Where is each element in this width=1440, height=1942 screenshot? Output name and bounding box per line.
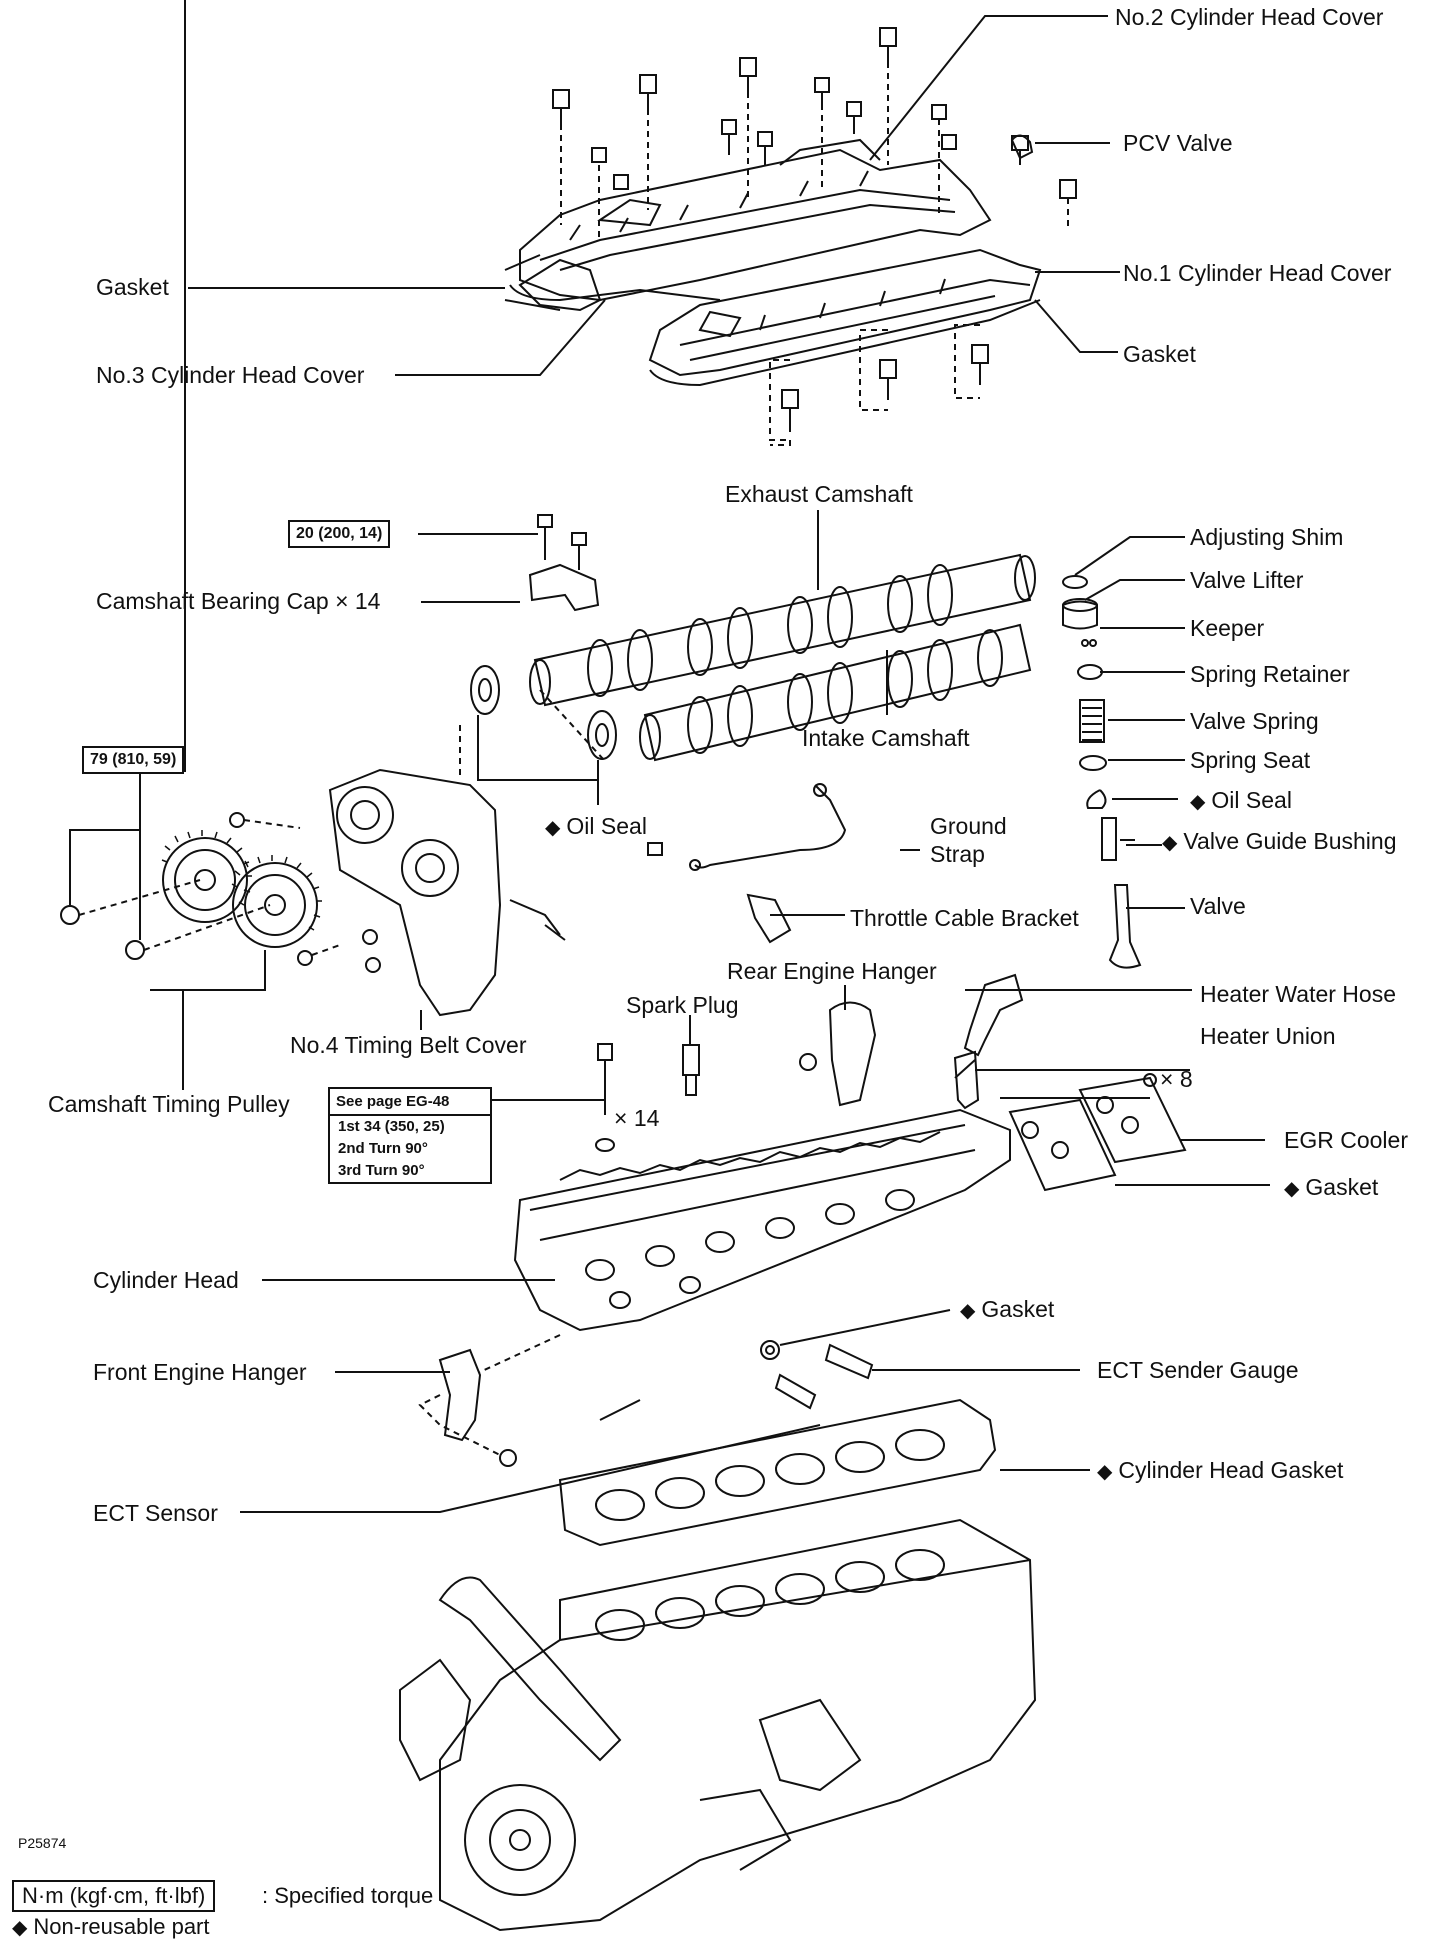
oil-seals-drawing [470, 665, 617, 760]
label-oil-seal-valve: ◆Oil Seal [1190, 787, 1292, 813]
label-gasket-left: Gasket [96, 274, 169, 300]
valve-train-drawing [1062, 575, 1142, 969]
non-reusable-diamond-icon: ◆ [960, 1300, 976, 1322]
top-leader-lines [188, 15, 1120, 376]
non-reusable-diamond-icon: ◆ [545, 817, 561, 839]
head-bolt-spec-row-3: 3rd Turn 90° [338, 1162, 425, 1179]
label-cylinder-head-gasket: ◆Cylinder Head Gasket [1097, 1457, 1344, 1483]
label-valve: Valve [1190, 893, 1246, 919]
figure-code: P25874 [18, 1835, 67, 1851]
spark-plug-drawing [682, 1044, 700, 1096]
cylinder-head-gasket-drawing [240, 1398, 1090, 1547]
legend-torque-unit-box: N·m (kgf·cm, ft·lbf) [12, 1880, 216, 1912]
pcv-valve-drawing [1010, 134, 1110, 160]
label-intake-camshaft: Intake Camshaft [802, 725, 970, 751]
non-reusable-diamond-icon: ◆ [1097, 1461, 1113, 1483]
timing-bolts-drawing [60, 812, 381, 973]
label-ground-strap-2: Strap [930, 841, 985, 867]
label-valve-spring: Valve Spring [1190, 708, 1319, 734]
label-spring-retainer: Spring Retainer [1190, 661, 1350, 687]
non-reusable-diamond-icon: ◆ [1190, 791, 1206, 813]
heater-water-hose-drawing [963, 973, 1024, 1057]
front-engine-hanger-drawing [335, 1334, 641, 1467]
label-front-engine-hanger: Front Engine Hanger [93, 1359, 307, 1385]
label-ect-sensor: ECT Sensor [93, 1500, 218, 1526]
label-ect-sender-gauge: ECT Sender Gauge [1097, 1357, 1299, 1383]
label-camshaft-bearing-cap: Camshaft Bearing Cap × 14 [96, 588, 381, 614]
label-ground-strap-1: Ground [930, 813, 1007, 839]
label-x8: × 8 [1160, 1066, 1193, 1092]
label-camshaft-timing-pulley: Camshaft Timing Pulley [48, 1091, 290, 1117]
label-heater-water-hose: Heater Water Hose [1200, 981, 1396, 1007]
label-throttle-cable-bracket: Throttle Cable Bracket [850, 905, 1079, 931]
legend-nonreusable: ◆Non-reusable part [12, 1914, 210, 1939]
camshaft-bearing-cap-drawing [528, 514, 600, 612]
label-keeper: Keeper [1190, 615, 1265, 641]
valve-train-leaders [1074, 536, 1185, 909]
label-adjusting-shim: Adjusting Shim [1190, 524, 1344, 550]
cover-bolts-drawing [552, 27, 1077, 446]
camshaft-timing-pulleys-drawing [161, 830, 322, 948]
cylinder-head-leaders [262, 849, 1270, 1281]
label-rear-engine-hanger: Rear Engine Hanger [727, 958, 937, 984]
label-valve-guide-bushing: ◆Valve Guide Bushing [1162, 828, 1397, 854]
label-no4-timing-belt-cover: No.4 Timing Belt Cover [290, 1032, 527, 1058]
no3-cylinder-head-cover-drawing [504, 254, 602, 312]
head-bolt-spec-row-2: 2nd Turn 90° [338, 1140, 428, 1157]
label-gasket-right: Gasket [1123, 341, 1196, 367]
label-valve-lifter: Valve Lifter [1190, 567, 1304, 593]
label-no2-cylinder-head-cover: No.2 Cylinder Head Cover [1115, 4, 1384, 30]
label-spark-plug: Spark Plug [626, 992, 739, 1018]
torque-box-pulley: 79 (810, 59) [82, 746, 185, 774]
label-exhaust-camshaft: Exhaust Camshaft [725, 481, 913, 507]
intake-camshaft-drawing [639, 623, 1032, 762]
label-spring-seat: Spring Seat [1190, 747, 1311, 773]
throttle-cable-bracket-drawing [746, 893, 792, 944]
label-gasket-egr: ◆Gasket [1284, 1174, 1379, 1200]
rear-engine-hanger-drawing [799, 1001, 877, 1107]
label-egr-cooler: EGR Cooler [1284, 1127, 1408, 1153]
engine-block-drawing [399, 1518, 1037, 1932]
exhaust-camshaft-drawing [529, 553, 1036, 707]
head-bolt-spec-header: See page EG-48 [330, 1089, 490, 1116]
label-cylinder-head: Cylinder Head [93, 1267, 239, 1293]
non-reusable-diamond-icon: ◆ [1284, 1178, 1300, 1200]
gasket-drawings [509, 284, 1041, 387]
torque-box-cam-cap: 20 (200, 14) [288, 520, 391, 548]
non-reusable-diamond-icon: ◆ [1162, 832, 1178, 854]
head-bolts-drawing [595, 1043, 615, 1152]
label-no3-cylinder-head-cover: No.3 Cylinder Head Cover [96, 362, 365, 388]
non-reusable-diamond-icon: ◆ [12, 1917, 28, 1939]
label-no1-cylinder-head-cover: No.1 Cylinder Head Cover [1123, 260, 1392, 286]
no1-cylinder-head-cover-drawing [648, 248, 1042, 377]
label-pcv-valve: PCV Valve [1123, 130, 1233, 156]
label-heater-union: Heater Union [1200, 1023, 1336, 1049]
head-bolt-spec-row-1: 1st 34 (350, 25) [338, 1118, 445, 1135]
timing-leaders [69, 0, 479, 1090]
camshaft-leaders [418, 510, 888, 805]
heater-union-drawing [953, 1050, 980, 1110]
egr-cooler-drawing [1008, 1073, 1187, 1192]
label-oil-seal-cam: ◆Oil Seal [545, 813, 647, 839]
label-gasket-ect: ◆Gasket [960, 1296, 1055, 1322]
no2-cylinder-head-cover-drawing [519, 138, 992, 302]
legend-torque-desc: : Specified torque [262, 1883, 434, 1908]
head-bolt-spec-box: See page EG-48 1st 34 (350, 25) 2nd Turn… [328, 1087, 492, 1184]
ect-parts-drawing [760, 1309, 1080, 1410]
label-x14: × 14 [614, 1105, 660, 1131]
ground-strap-drawing [647, 783, 847, 871]
cylinder-head-drawing [513, 1108, 1011, 1332]
no4-timing-belt-cover-drawing [328, 768, 566, 1017]
